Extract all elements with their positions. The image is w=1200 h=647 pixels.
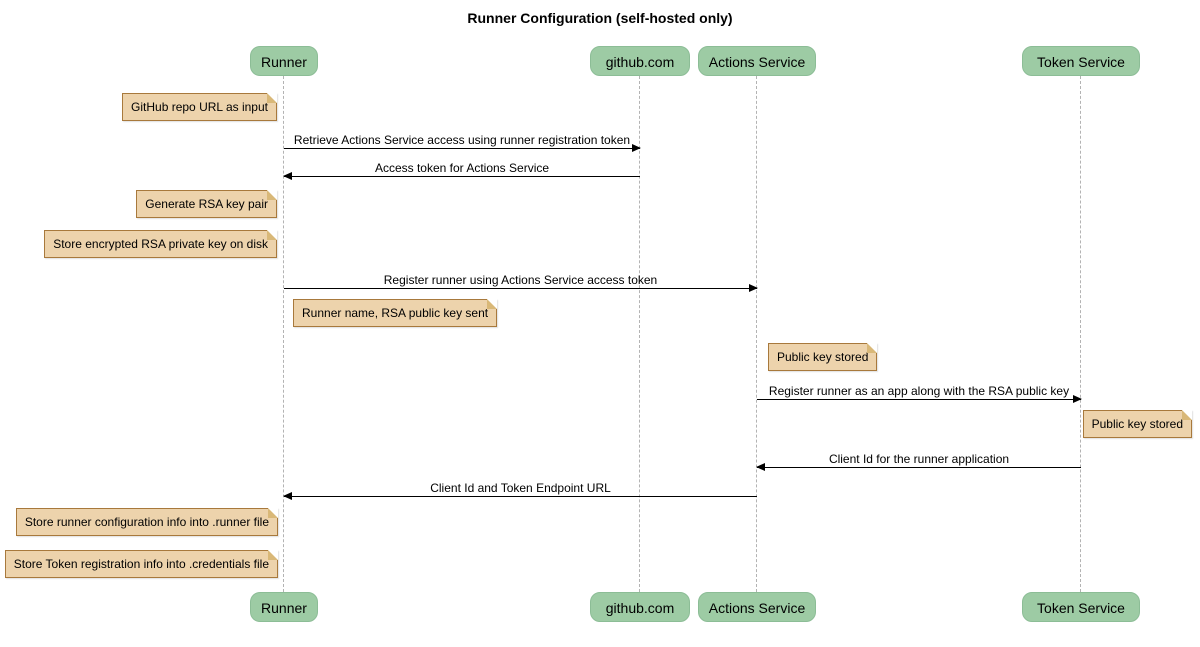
arrow-left-icon (283, 492, 757, 500)
message-label: Client Id for the runner application (828, 452, 1010, 466)
note-public-key-stored-token: Public key stored (1082, 410, 1192, 438)
lifeline-runner (283, 76, 284, 592)
diagram-title: Runner Configuration (self-hosted only) (467, 10, 733, 26)
participant-actions-service-top: Actions Service (698, 46, 816, 76)
participant-token-service-top: Token Service (1022, 46, 1140, 76)
note-fold-icon (867, 343, 878, 353)
message-access-token: Access token for Actions Service (283, 161, 640, 180)
note-fold-icon (267, 230, 277, 240)
note-text: Public key stored (1091, 417, 1183, 431)
note-fold-icon (268, 550, 278, 560)
arrow-left-icon (756, 463, 1081, 471)
note-generate-rsa-key: Generate RSA key pair (136, 190, 277, 218)
note-store-runner-file: Store runner configuration info into .ru… (15, 508, 278, 536)
note-runner-name-sent: Runner name, RSA public key sent (293, 299, 498, 327)
participant-actions-service-bottom: Actions Service (698, 592, 816, 622)
message-label: Retrieve Actions Service access using ru… (293, 133, 631, 147)
note-text: Store Token registration info into .cred… (13, 557, 269, 571)
note-store-private-key: Store encrypted RSA private key on disk (44, 230, 277, 258)
participant-token-service-bottom: Token Service (1022, 592, 1140, 622)
message-client-id: Client Id for the runner application (756, 452, 1081, 471)
note-fold-icon (487, 299, 498, 309)
note-text: Store runner configuration info into .ru… (24, 515, 269, 529)
lifeline-github (639, 76, 640, 592)
message-client-id-endpoint: Client Id and Token Endpoint URL (283, 481, 757, 500)
message-retrieve-access: Retrieve Actions Service access using ru… (284, 133, 641, 152)
message-label: Register runner as an app along with the… (768, 384, 1070, 398)
note-text: GitHub repo URL as input (131, 100, 268, 114)
note-fold-icon (267, 93, 277, 103)
note-github-repo-url: GitHub repo URL as input (122, 93, 277, 121)
note-fold-icon (1182, 410, 1192, 420)
note-public-key-stored-actions: Public key stored (768, 343, 878, 371)
message-label: Register runner using Actions Service ac… (383, 273, 658, 287)
participant-runner-top: Runner (250, 46, 318, 76)
lifeline-actions-service (756, 76, 757, 592)
message-register-app: Register runner as an app along with the… (757, 384, 1082, 403)
note-text: Generate RSA key pair (145, 197, 268, 211)
participant-runner-bottom: Runner (250, 592, 318, 622)
arrow-left-icon (283, 172, 640, 180)
arrow-right-icon (284, 284, 758, 292)
lifeline-token-service (1080, 76, 1081, 592)
note-fold-icon (268, 508, 278, 518)
arrow-right-icon (284, 144, 641, 152)
message-register-runner: Register runner using Actions Service ac… (284, 273, 758, 292)
participant-github-bottom: github.com (590, 592, 690, 622)
message-label: Access token for Actions Service (374, 161, 550, 175)
participant-github-top: github.com (590, 46, 690, 76)
note-text: Runner name, RSA public key sent (302, 306, 489, 320)
arrow-right-icon (757, 395, 1082, 403)
note-text: Public key stored (777, 350, 869, 364)
note-text: Store encrypted RSA private key on disk (53, 237, 268, 251)
message-label: Client Id and Token Endpoint URL (430, 481, 611, 495)
note-store-credentials-file: Store Token registration info into .cred… (4, 550, 278, 578)
note-fold-icon (267, 190, 277, 200)
